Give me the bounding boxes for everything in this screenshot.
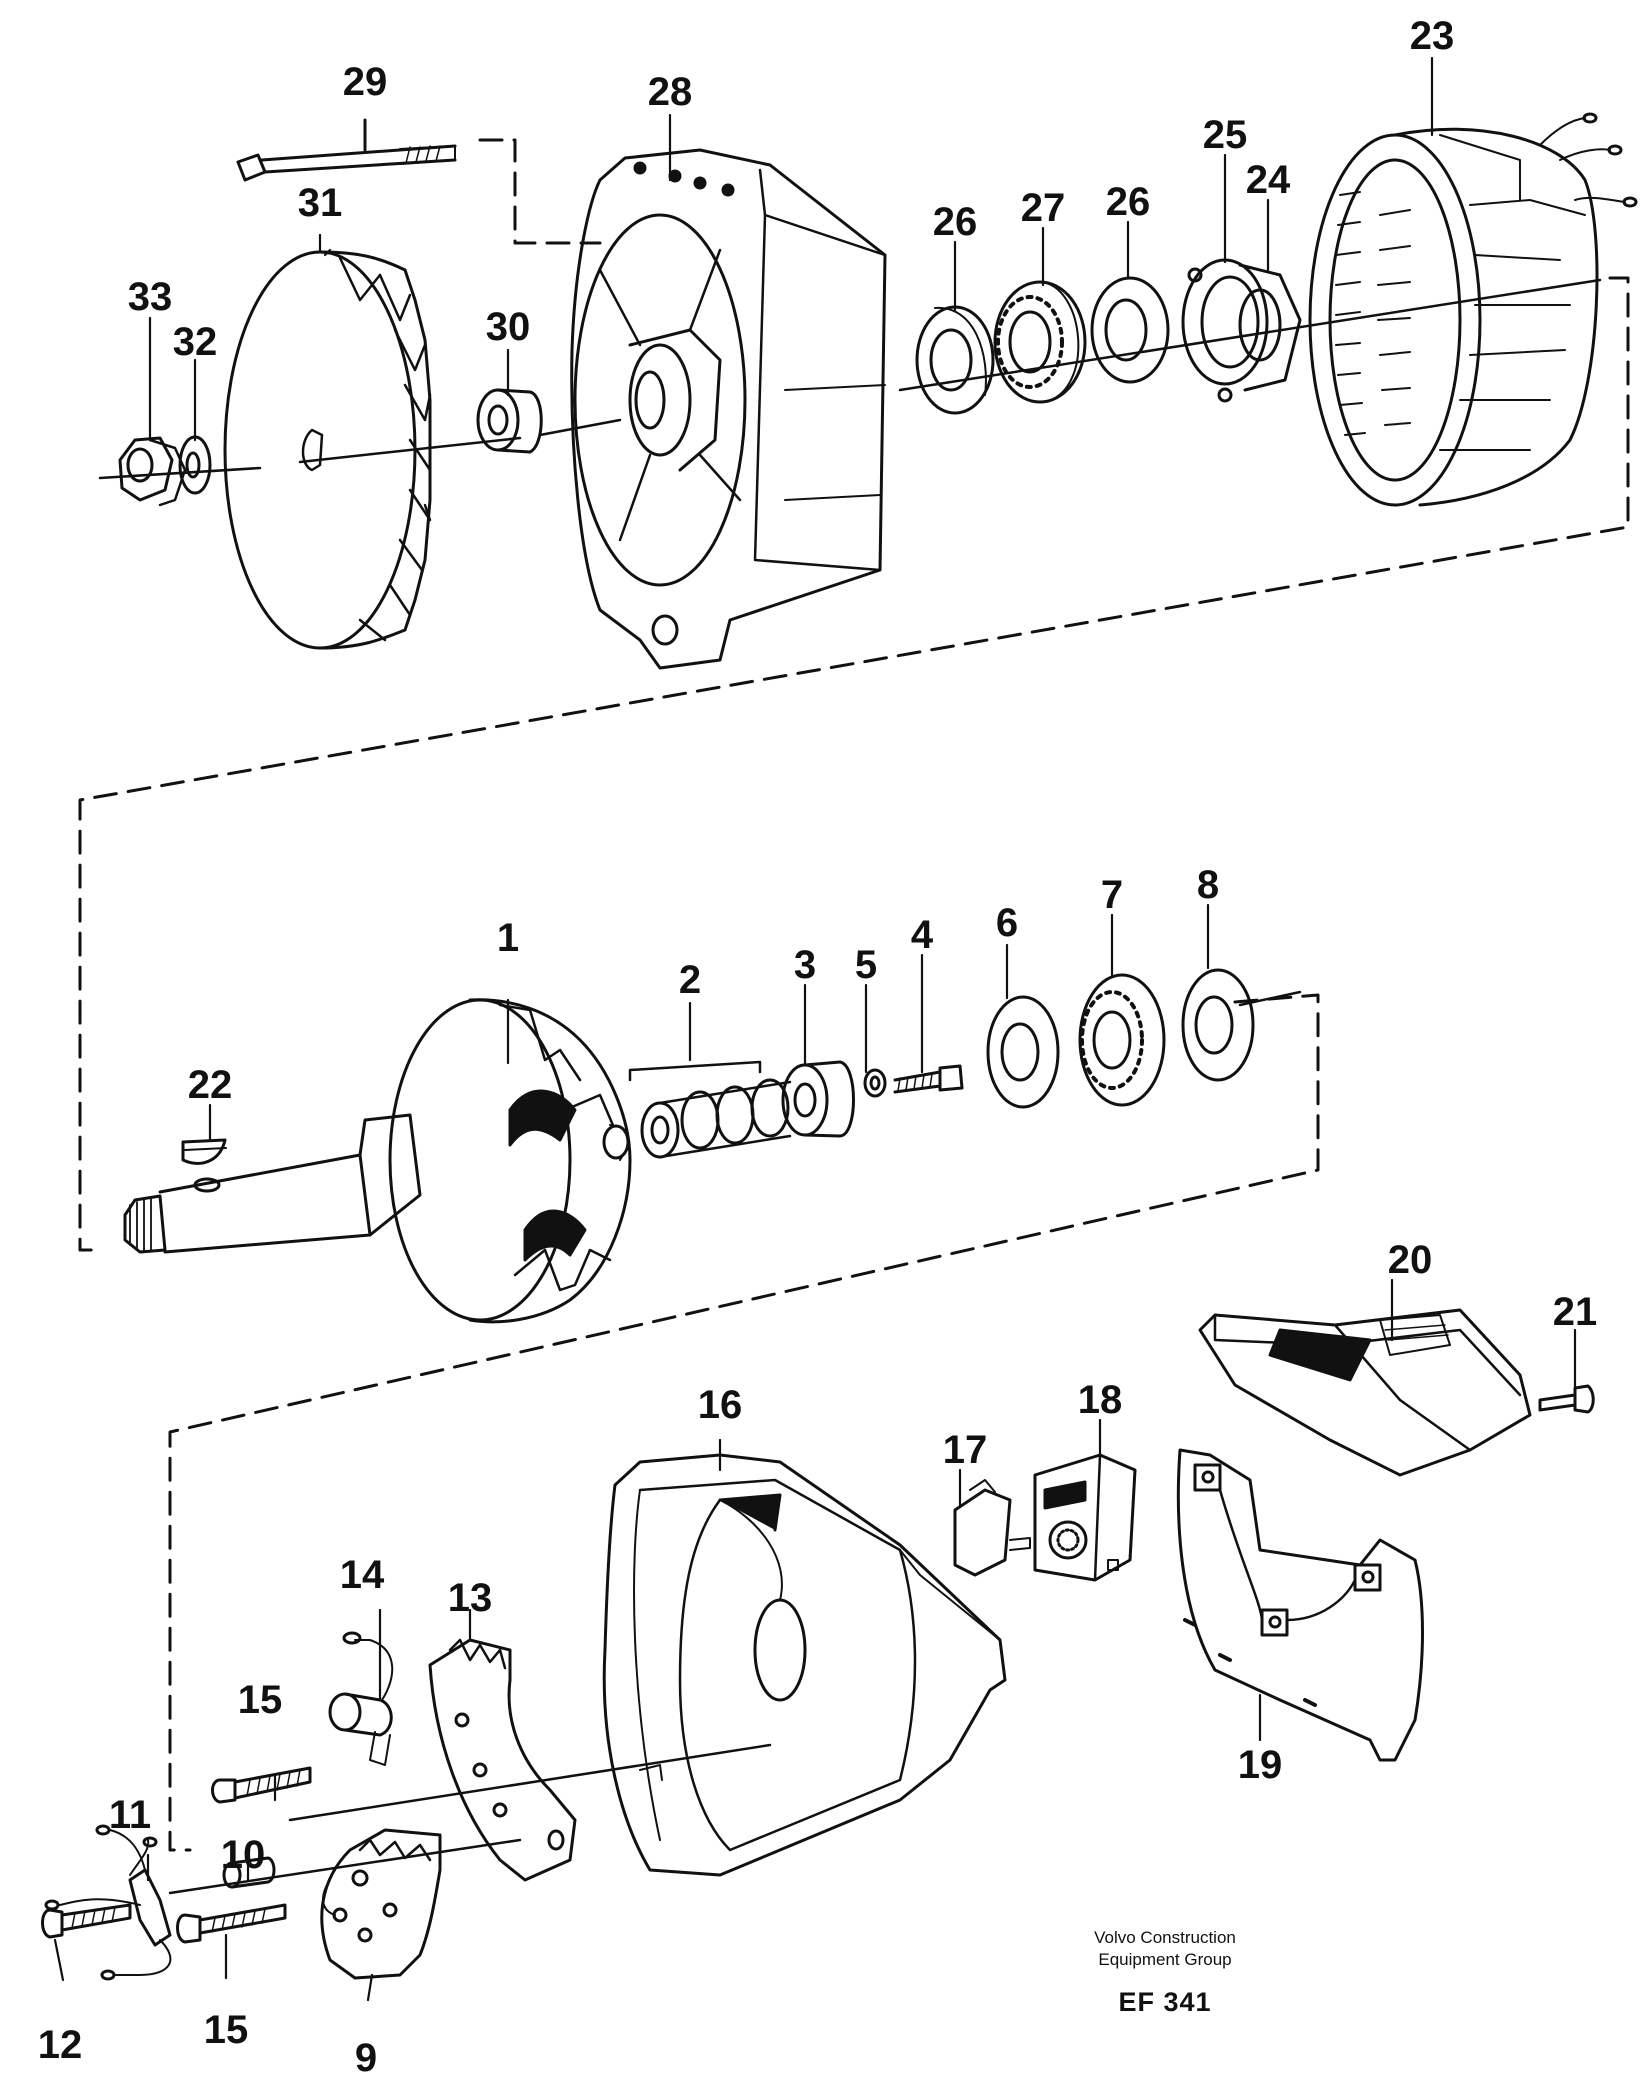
part-16-housing [602,1453,1007,1877]
part-21-screw [1538,1384,1595,1414]
label-part-15-upper: 15 [237,1678,283,1722]
part-20-cover [1198,1308,1532,1477]
label-part-15-lower: 15 [203,2008,249,2052]
label-part-26-upper-left: 26 [932,200,978,244]
part-28-end-shield [570,148,887,670]
part-4-screw [893,1064,964,1094]
part-1-rotor [123,998,632,1324]
label-part-26-upper-right: 26 [1105,180,1151,224]
label-part-31: 31 [297,181,343,225]
label-part-6: 6 [995,901,1019,945]
label-part-20: 20 [1387,1238,1433,1282]
part-15-screw-lower [176,1903,287,1944]
label-part-8: 8 [1196,863,1220,907]
label-part-22: 22 [187,1063,233,1107]
footer-company-line-1: Volvo Construction [1094,1928,1236,1947]
figure-code: EF 341 [1118,1987,1212,2017]
part-2-slip-rings [628,1060,792,1159]
part-7-bearing [1078,973,1166,1107]
label-part-32: 32 [172,320,218,364]
leader-lines [53,56,1577,2002]
part-23-stator [1308,112,1638,507]
label-part-10: 10 [220,1833,266,1877]
footer-company-line-2: Equipment Group [1098,1950,1232,1969]
part-5-washer [863,1068,887,1098]
part-19-rectifier [1176,1448,1424,1762]
label-part-27: 27 [1020,186,1066,230]
label-part-29: 29 [342,60,388,104]
part-9-brush-holder [320,1828,442,1980]
label-part-16: 16 [697,1383,743,1427]
part-25-retainer [1181,258,1269,403]
dashed-assembly-lines [78,138,1630,1852]
label-part-13: 13 [447,1576,493,1620]
label-part-24: 24 [1245,158,1291,202]
part-13-brush-holder [428,1638,577,1882]
label-part-25: 25 [1202,113,1248,157]
label-part-28: 28 [647,70,693,114]
part-17-relay [953,1479,1031,1577]
label-part-17: 17 [942,1428,988,1472]
label-part-19: 19 [1237,1743,1283,1787]
part-3-collar [781,1060,855,1138]
part-10-sleeve [222,1856,276,1889]
label-part-7: 7 [1100,873,1124,917]
label-part-21: 21 [1552,1290,1598,1334]
part-27-ball-bearing [993,280,1087,404]
label-part-12: 12 [37,2023,83,2067]
part-18-regulator [1033,1453,1137,1582]
part-26-seal-right [1090,276,1170,384]
part-33-nut [118,436,187,507]
label-part-11: 11 [108,1793,152,1837]
label-part-14: 14 [339,1553,385,1597]
label-part-4: 4 [910,913,934,957]
label-part-9: 9 [354,2036,378,2080]
part-30-spacer [476,388,543,454]
part-32-washer [178,435,212,495]
assembly-axis-lines [98,278,1602,1895]
part-12-screw [41,1903,132,1939]
label-part-1: 1 [496,916,520,960]
part-29-bolt [236,118,457,182]
part-26-seal-left [915,305,995,415]
label-part-5: 5 [854,943,878,987]
part-8-seal [1181,968,1255,1082]
label-part-2: 2 [678,958,702,1002]
part-15-screw-upper [211,1766,312,1804]
label-part-18: 18 [1077,1378,1123,1422]
label-part-33: 33 [127,275,173,319]
label-part-30: 30 [485,305,531,349]
part-11-terminal [44,1824,172,1981]
label-part-3: 3 [793,943,817,987]
label-part-23: 23 [1409,14,1455,58]
part-14-capacitor [328,1631,394,1766]
part-24-bearing-holder [1238,263,1302,392]
part-22-key [181,1138,227,1165]
part-6-seal [986,995,1060,1109]
